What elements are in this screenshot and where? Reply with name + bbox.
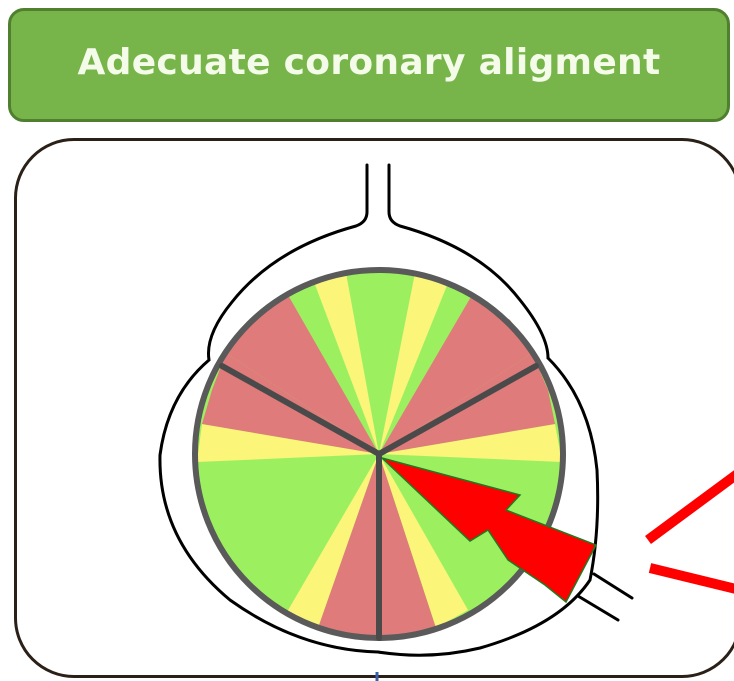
aorta-upper-wall-right: [387, 163, 550, 360]
valve-zone-disc: [192, 267, 566, 641]
commissure-lines: [219, 363, 539, 641]
right-sinus-wall: [376, 356, 600, 657]
pointer-lines: [645, 470, 734, 594]
diagram-title: Adecuate coronary aligment: [77, 41, 661, 83]
aortic-root-outline: [158, 163, 600, 657]
pointer-line-upper: [645, 470, 734, 545]
caution-zones: [197, 273, 562, 628]
lightning-arrow-icon: [381, 457, 598, 604]
aorta-upper-wall-left: [158, 163, 380, 654]
pointer-line-lower: [648, 563, 734, 594]
title-banner: Adecuate coronary aligment: [8, 8, 730, 122]
coronary-ostium: [576, 572, 634, 622]
